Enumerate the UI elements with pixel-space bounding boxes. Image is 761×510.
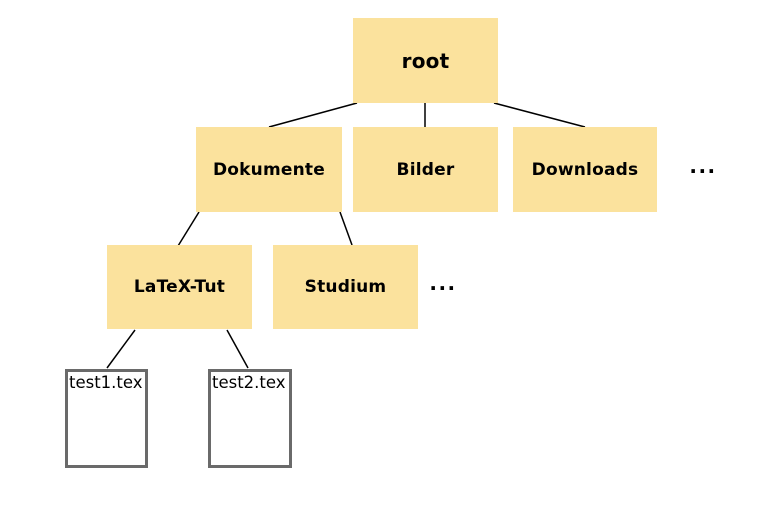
edge-dokumente-latextut — [177, 211, 200, 247]
ellipsis-more-level2: ... — [429, 271, 457, 295]
node-root: root — [353, 18, 498, 103]
ellipsis-more-level1: ... — [689, 153, 717, 178]
edge-root-dokumente — [268, 102, 358, 128]
node-dokumente: Dokumente — [196, 127, 342, 212]
edge-latextut-test1 — [106, 329, 136, 369]
node-downloads: Downloads — [513, 127, 657, 212]
file-test2-tex: test2.tex — [208, 369, 292, 468]
edge-dokumente-studium — [339, 211, 353, 246]
edge-root-downloads — [493, 102, 586, 128]
node-latex-tut: LaTeX-Tut — [107, 245, 252, 329]
edge-latextut-test2 — [226, 329, 249, 369]
file-test1-tex: test1.tex — [65, 369, 148, 468]
node-studium: Studium — [273, 245, 418, 329]
node-bilder: Bilder — [353, 127, 498, 212]
